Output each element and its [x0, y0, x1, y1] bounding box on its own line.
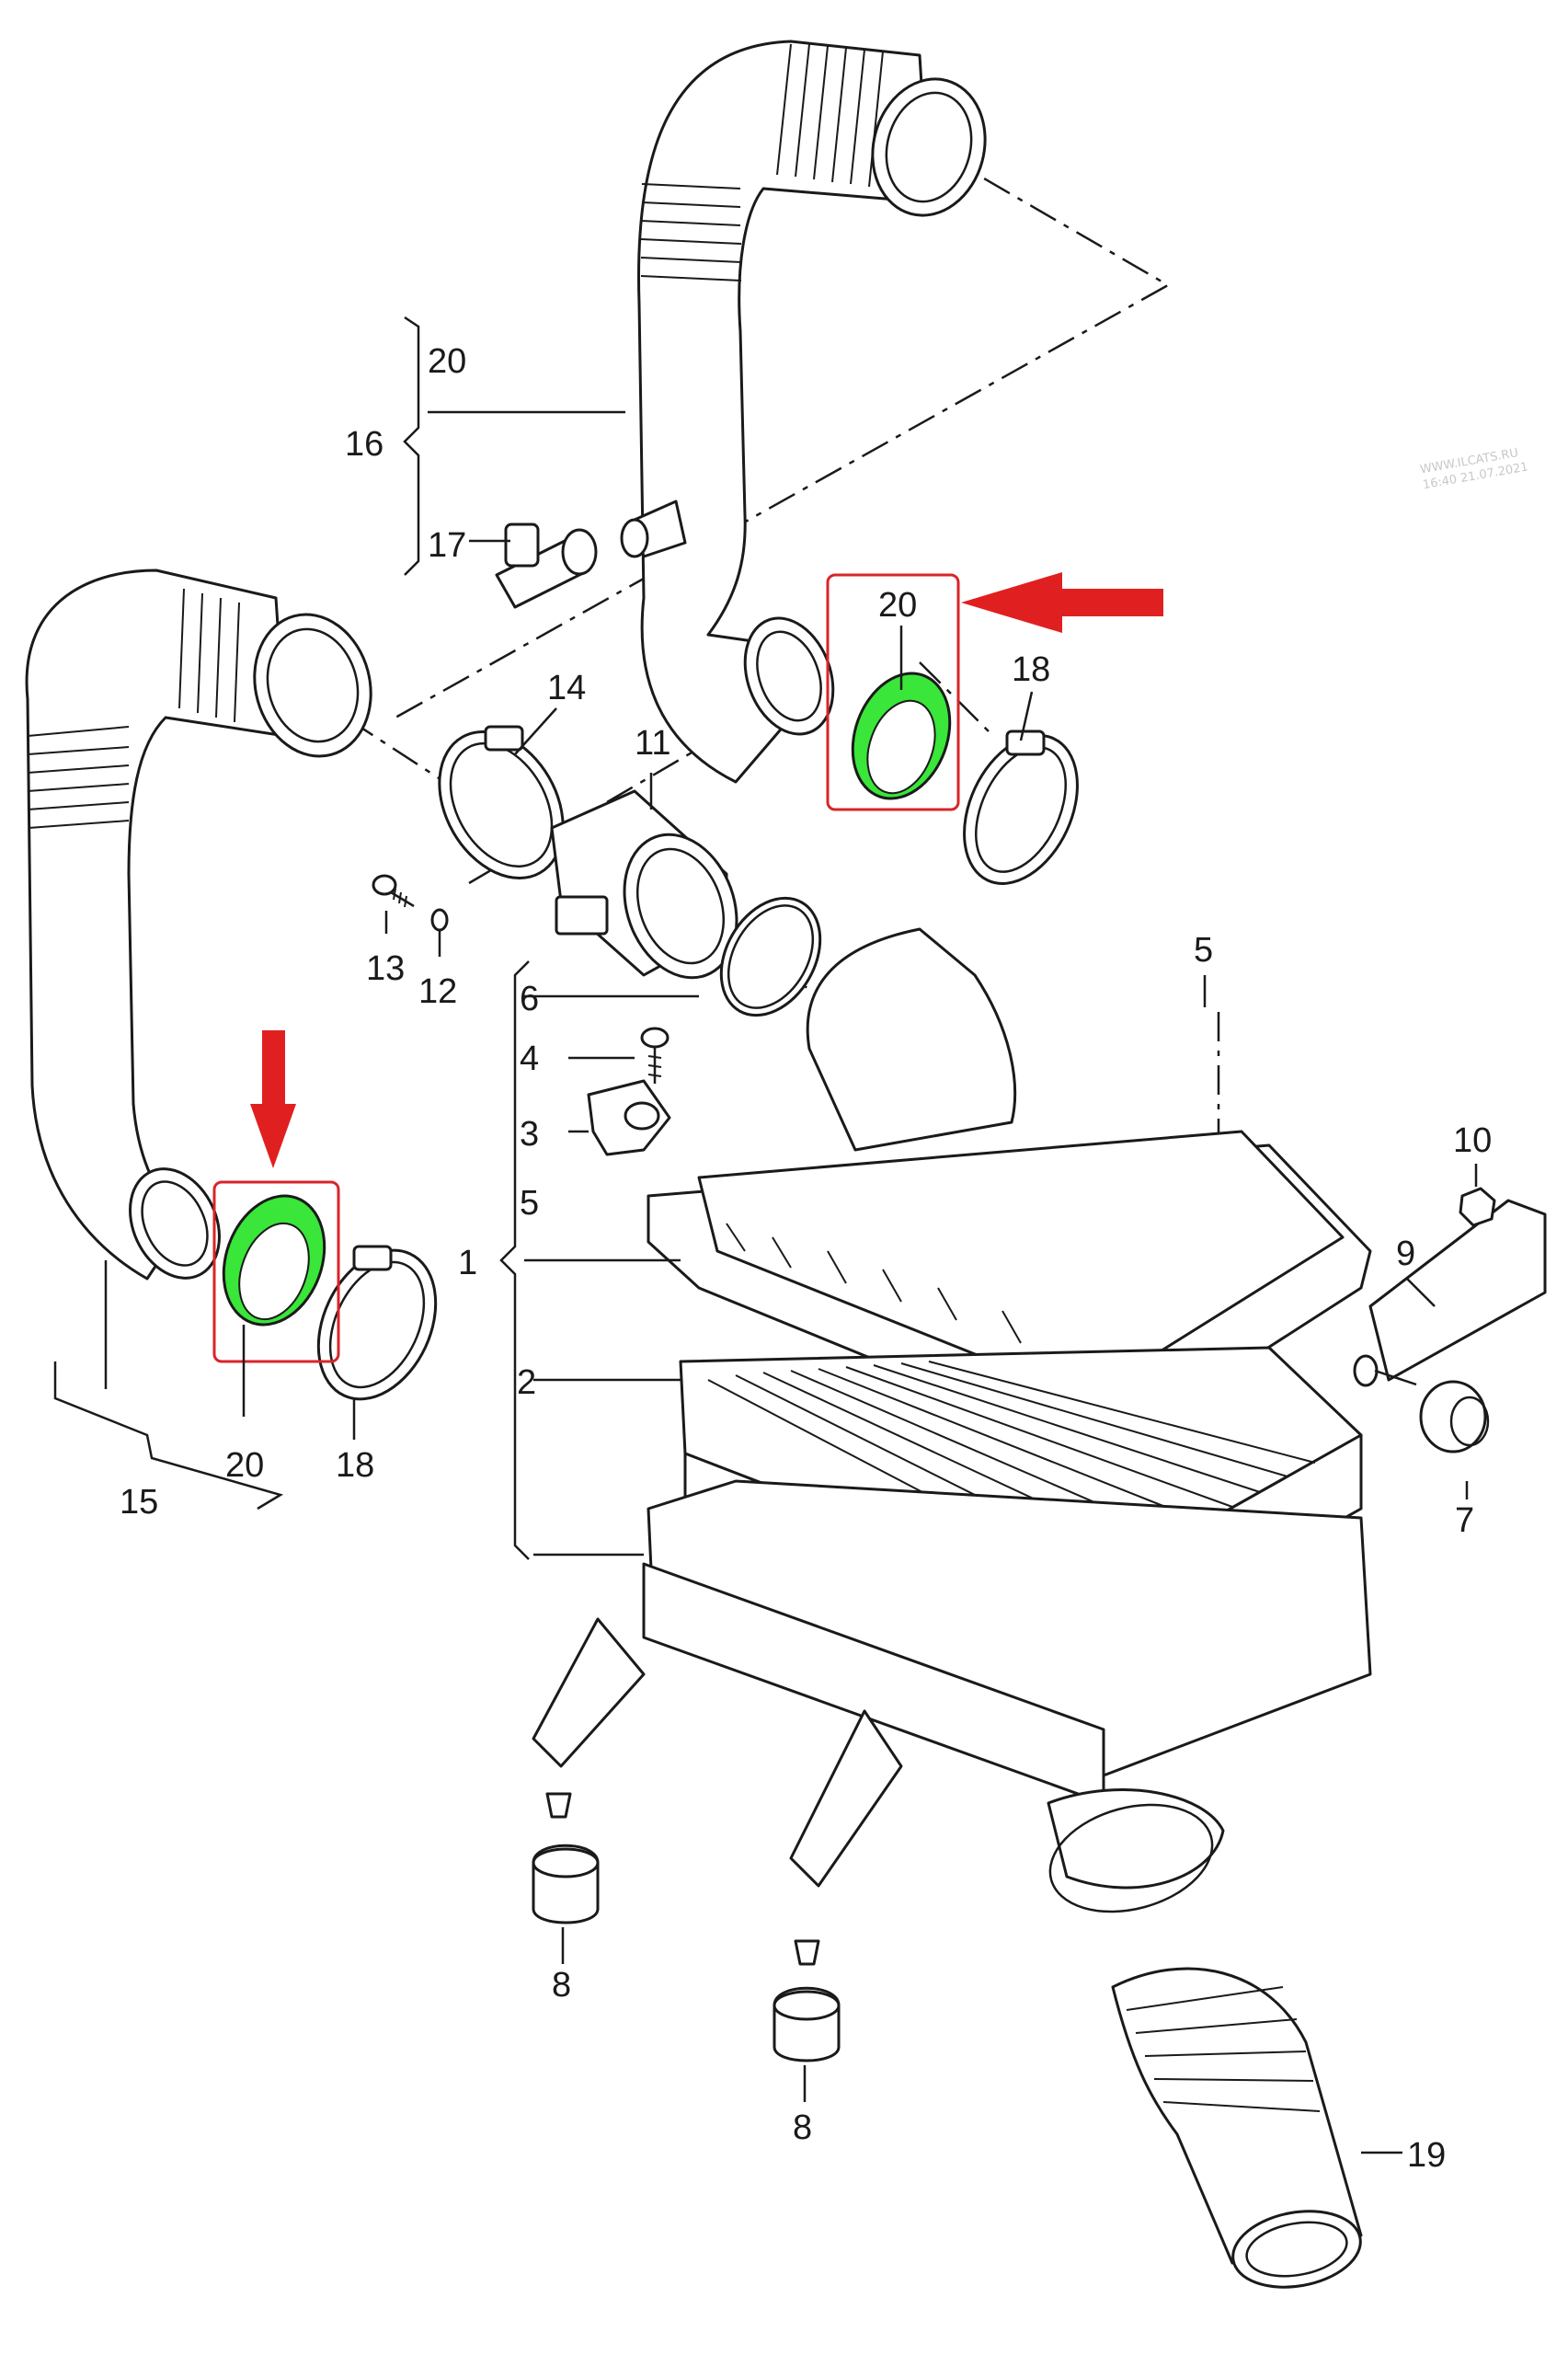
label-13: 13	[366, 949, 405, 988]
part-labels: 20 16 17 20 18 14 11 13 12 6 4 3 5 5 10 …	[120, 342, 1492, 2175]
label-18-upper: 18	[1012, 650, 1050, 689]
intake-hose-15	[25, 569, 372, 1281]
watermark: WWW.ILCATS.RU 16:40 21.07.2021	[1419, 446, 1529, 492]
leader-lines	[53, 316, 1478, 2154]
label-5-right: 5	[1194, 931, 1213, 970]
seal-6	[719, 896, 822, 1017]
label-7: 7	[1455, 1501, 1474, 1540]
clamp-14	[438, 725, 565, 879]
label-14: 14	[547, 669, 586, 707]
arrow-lower	[250, 1030, 296, 1168]
seal-20-upper	[851, 672, 952, 800]
intake-pipe-16	[637, 40, 987, 784]
label-8-right: 8	[793, 2108, 812, 2147]
label-3: 3	[520, 1115, 539, 1154]
label-5-left: 5	[520, 1184, 539, 1223]
washer-12	[430, 908, 449, 932]
nut-10	[1459, 1187, 1496, 1227]
label-9: 9	[1396, 1235, 1415, 1273]
bush-7	[1419, 1380, 1490, 1453]
sensor-3	[587, 1079, 671, 1156]
label-20-group: 20	[428, 342, 466, 381]
label-19: 19	[1407, 2136, 1446, 2175]
label-16: 16	[345, 425, 383, 464]
label-8-left: 8	[552, 1966, 571, 2005]
filter-housing-lower	[532, 1479, 1372, 1913]
rubber-mount-8-left	[532, 1792, 600, 1924]
label-18-lower: 18	[336, 1446, 374, 1485]
label-2: 2	[517, 1363, 536, 1402]
highlight-frame-upper	[826, 573, 960, 811]
label-12: 12	[418, 972, 457, 1011]
label-15: 15	[120, 1483, 158, 1522]
label-10: 10	[1453, 1121, 1492, 1160]
label-17: 17	[428, 526, 466, 565]
filter-housing-upper	[647, 927, 1372, 1455]
label-1: 1	[458, 1244, 477, 1282]
screw-4	[640, 1027, 670, 1084]
label-4: 4	[520, 1040, 539, 1078]
air-mass-meter-11	[550, 789, 738, 980]
label-6: 6	[520, 980, 539, 1018]
intake-duct-19	[1111, 1967, 1363, 2289]
rubber-mount-8-right	[773, 1939, 841, 2062]
clamp-18-upper	[963, 729, 1079, 885]
connector-17	[495, 500, 687, 609]
label-20-lower: 20	[225, 1446, 264, 1485]
highlight-frame-lower	[212, 1180, 340, 1363]
label-20-upper: 20	[878, 586, 917, 625]
arrow-upper	[961, 572, 1163, 633]
label-11: 11	[635, 724, 670, 763]
bracket-9	[1353, 1199, 1547, 1387]
seal-20-lower	[222, 1194, 326, 1327]
screw-13	[372, 874, 415, 908]
